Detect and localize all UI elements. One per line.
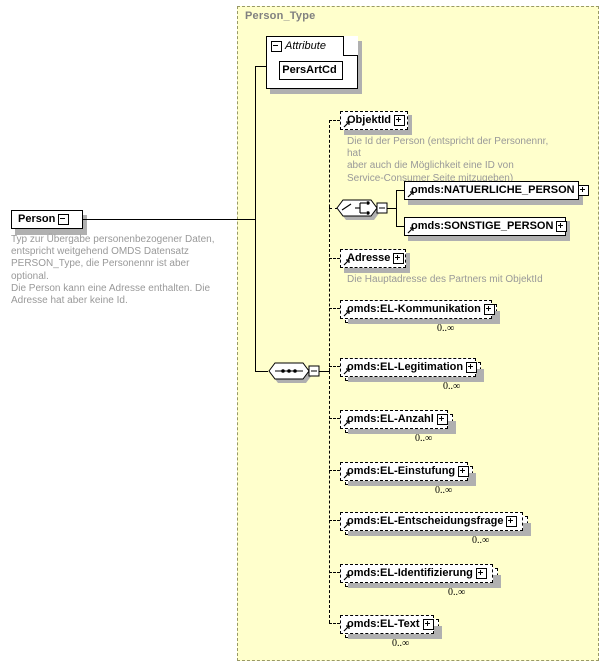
natuerliche-branch-line: [396, 190, 404, 191]
element-el-kommunikation-cardinality: 0..∞: [437, 323, 455, 334]
element-ref-arrow-icon: [343, 310, 350, 317]
root-connector-line: [83, 219, 255, 220]
el-text-branch-line: [329, 623, 340, 624]
element-objektid-expander-plus-icon[interactable]: [394, 115, 406, 126]
element-ref-arrow-icon: [343, 625, 350, 632]
element-el-identifizierung-label: omds:EL-Identifizierung: [347, 567, 473, 579]
element-sonstige-person-expander-plus-icon[interactable]: [556, 221, 568, 232]
el-legitimation-branch-line: [329, 366, 340, 367]
attribute-group-label: Attribute: [285, 40, 326, 52]
element-sonstige-person-label: omds:SONSTIGE_PERSON: [411, 220, 554, 232]
element-natuerliche-person-expander-plus-icon[interactable]: [577, 185, 589, 196]
element-el-einstufung-label: omds:EL-Einstufung: [347, 465, 456, 477]
element-el-anzahl[interactable]: omds:EL-Anzahl: [340, 410, 448, 429]
element-ref-arrow-icon: [407, 191, 414, 198]
element-objektid-label: ObjektId: [347, 114, 392, 126]
attribute-persartcd-label: PersArtCd: [282, 64, 337, 76]
element-el-kommunikation[interactable]: omds:EL-Kommunikation: [340, 300, 495, 319]
element-el-einstufung-expander-plus-icon[interactable]: [458, 466, 470, 477]
element-natuerliche-person[interactable]: omds:NATUERLICHE_PERSON: [404, 181, 589, 200]
choice-branch-line: [329, 208, 338, 209]
element-el-kommunikation-expander-plus-icon[interactable]: [483, 304, 495, 315]
element-el-legitimation-label: omds:EL-Legitimation: [347, 361, 464, 373]
element-el-einstufung[interactable]: omds:EL-Einstufung: [340, 462, 470, 481]
element-el-kommunikation-label: omds:EL-Kommunikation: [347, 303, 481, 315]
element-el-legitimation-expander-plus-icon[interactable]: [466, 362, 478, 373]
element-el-legitimation-cardinality: 0..∞: [443, 381, 461, 392]
choice-compositor-icon: [336, 199, 388, 220]
element-natuerliche-person-label: omds:NATUERLICHE_PERSON: [411, 184, 575, 196]
sequence-out-line: [319, 371, 329, 372]
person-root-expander-minus-icon[interactable]: [58, 214, 70, 225]
sequence-compositor[interactable]: [266, 359, 322, 390]
element-adresse[interactable]: Adresse: [340, 249, 406, 268]
element-objektid-annotation: Die Id der Person (entspricht der Person…: [347, 136, 549, 184]
element-el-text[interactable]: omds:EL-Text: [340, 615, 434, 634]
element-el-text-cardinality: 0..∞: [392, 638, 410, 649]
child-trunk-dashed-upper: [329, 120, 330, 371]
trunk-vertical-lower: [255, 219, 256, 371]
choice-child-trunk: [396, 190, 397, 226]
element-ref-arrow-icon: [343, 472, 350, 479]
sonstige-branch-line: [396, 226, 404, 227]
element-el-identifizierung[interactable]: omds:EL-Identifizierung: [340, 564, 493, 583]
sequence-branch-line: [255, 371, 268, 372]
element-adresse-annotation: Die Hauptadresse des Partners mit Objekt…: [347, 274, 543, 285]
el-kommunikation-branch-line: [329, 308, 340, 309]
objektid-branch-line: [329, 120, 340, 121]
attribute-group-expander-minus-icon[interactable]: [271, 41, 282, 52]
element-ref-arrow-icon: [343, 420, 350, 427]
el-anzahl-branch-line: [329, 418, 340, 419]
element-ref-arrow-icon: [343, 259, 350, 266]
person-root-node[interactable]: Person: [11, 210, 83, 229]
person-type-container: [237, 6, 599, 661]
element-sonstige-person[interactable]: omds:SONSTIGE_PERSON: [404, 217, 568, 236]
attribute-tab-seam-mask: [267, 54, 343, 57]
person-root-annotation: Typ zur Übergabe personenbezogener Daten…: [11, 234, 215, 307]
element-el-identifizierung-cardinality: 0..∞: [448, 587, 466, 598]
element-adresse-expander-plus-icon[interactable]: [393, 253, 405, 264]
attribute-persartcd[interactable]: PersArtCd: [279, 61, 343, 80]
element-objektid[interactable]: ObjektId: [340, 111, 408, 130]
person-root-label: Person: [18, 213, 56, 225]
child-trunk-dashed-lower: [329, 371, 330, 623]
element-el-einstufung-cardinality: 0..∞: [435, 485, 453, 496]
choice-compositor[interactable]: [334, 196, 390, 227]
element-el-anzahl-cardinality: 0..∞: [415, 433, 433, 444]
choice-out-line: [387, 208, 396, 209]
adresse-branch-line: [329, 258, 340, 259]
attribute-group-tab[interactable]: Attribute: [266, 36, 344, 56]
element-ref-arrow-icon: [407, 227, 414, 234]
el-entscheidungsfrage-branch-line: [329, 520, 340, 521]
element-el-entscheidungsfrage-label: omds:EL-Entscheidungsfrage: [347, 515, 504, 527]
element-ref-arrow-icon: [343, 522, 350, 529]
attribute-branch-line: [255, 66, 267, 67]
element-el-identifizierung-expander-plus-icon[interactable]: [475, 568, 487, 579]
el-identifizierung-branch-line: [329, 572, 340, 573]
element-el-anzahl-expander-plus-icon[interactable]: [436, 414, 448, 425]
element-el-text-expander-plus-icon[interactable]: [422, 619, 434, 630]
element-el-legitimation[interactable]: omds:EL-Legitimation: [340, 358, 478, 377]
person-type-title: Person_Type: [245, 10, 316, 22]
element-ref-arrow-icon: [343, 121, 350, 128]
element-el-entscheidungsfrage-cardinality: 0..∞: [472, 535, 490, 546]
element-el-entscheidungsfrage-expander-plus-icon[interactable]: [506, 516, 518, 527]
element-adresse-label: Adresse: [347, 252, 391, 264]
element-ref-arrow-icon: [343, 368, 350, 375]
sequence-compositor-icon: [268, 362, 320, 383]
element-el-entscheidungsfrage[interactable]: omds:EL-Entscheidungsfrage: [340, 512, 523, 531]
element-el-anzahl-label: omds:EL-Anzahl: [347, 413, 434, 425]
element-el-text-label: omds:EL-Text: [347, 618, 420, 630]
el-einstufung-branch-line: [329, 470, 340, 471]
trunk-vertical-upper: [255, 66, 256, 220]
element-ref-arrow-icon: [343, 574, 350, 581]
